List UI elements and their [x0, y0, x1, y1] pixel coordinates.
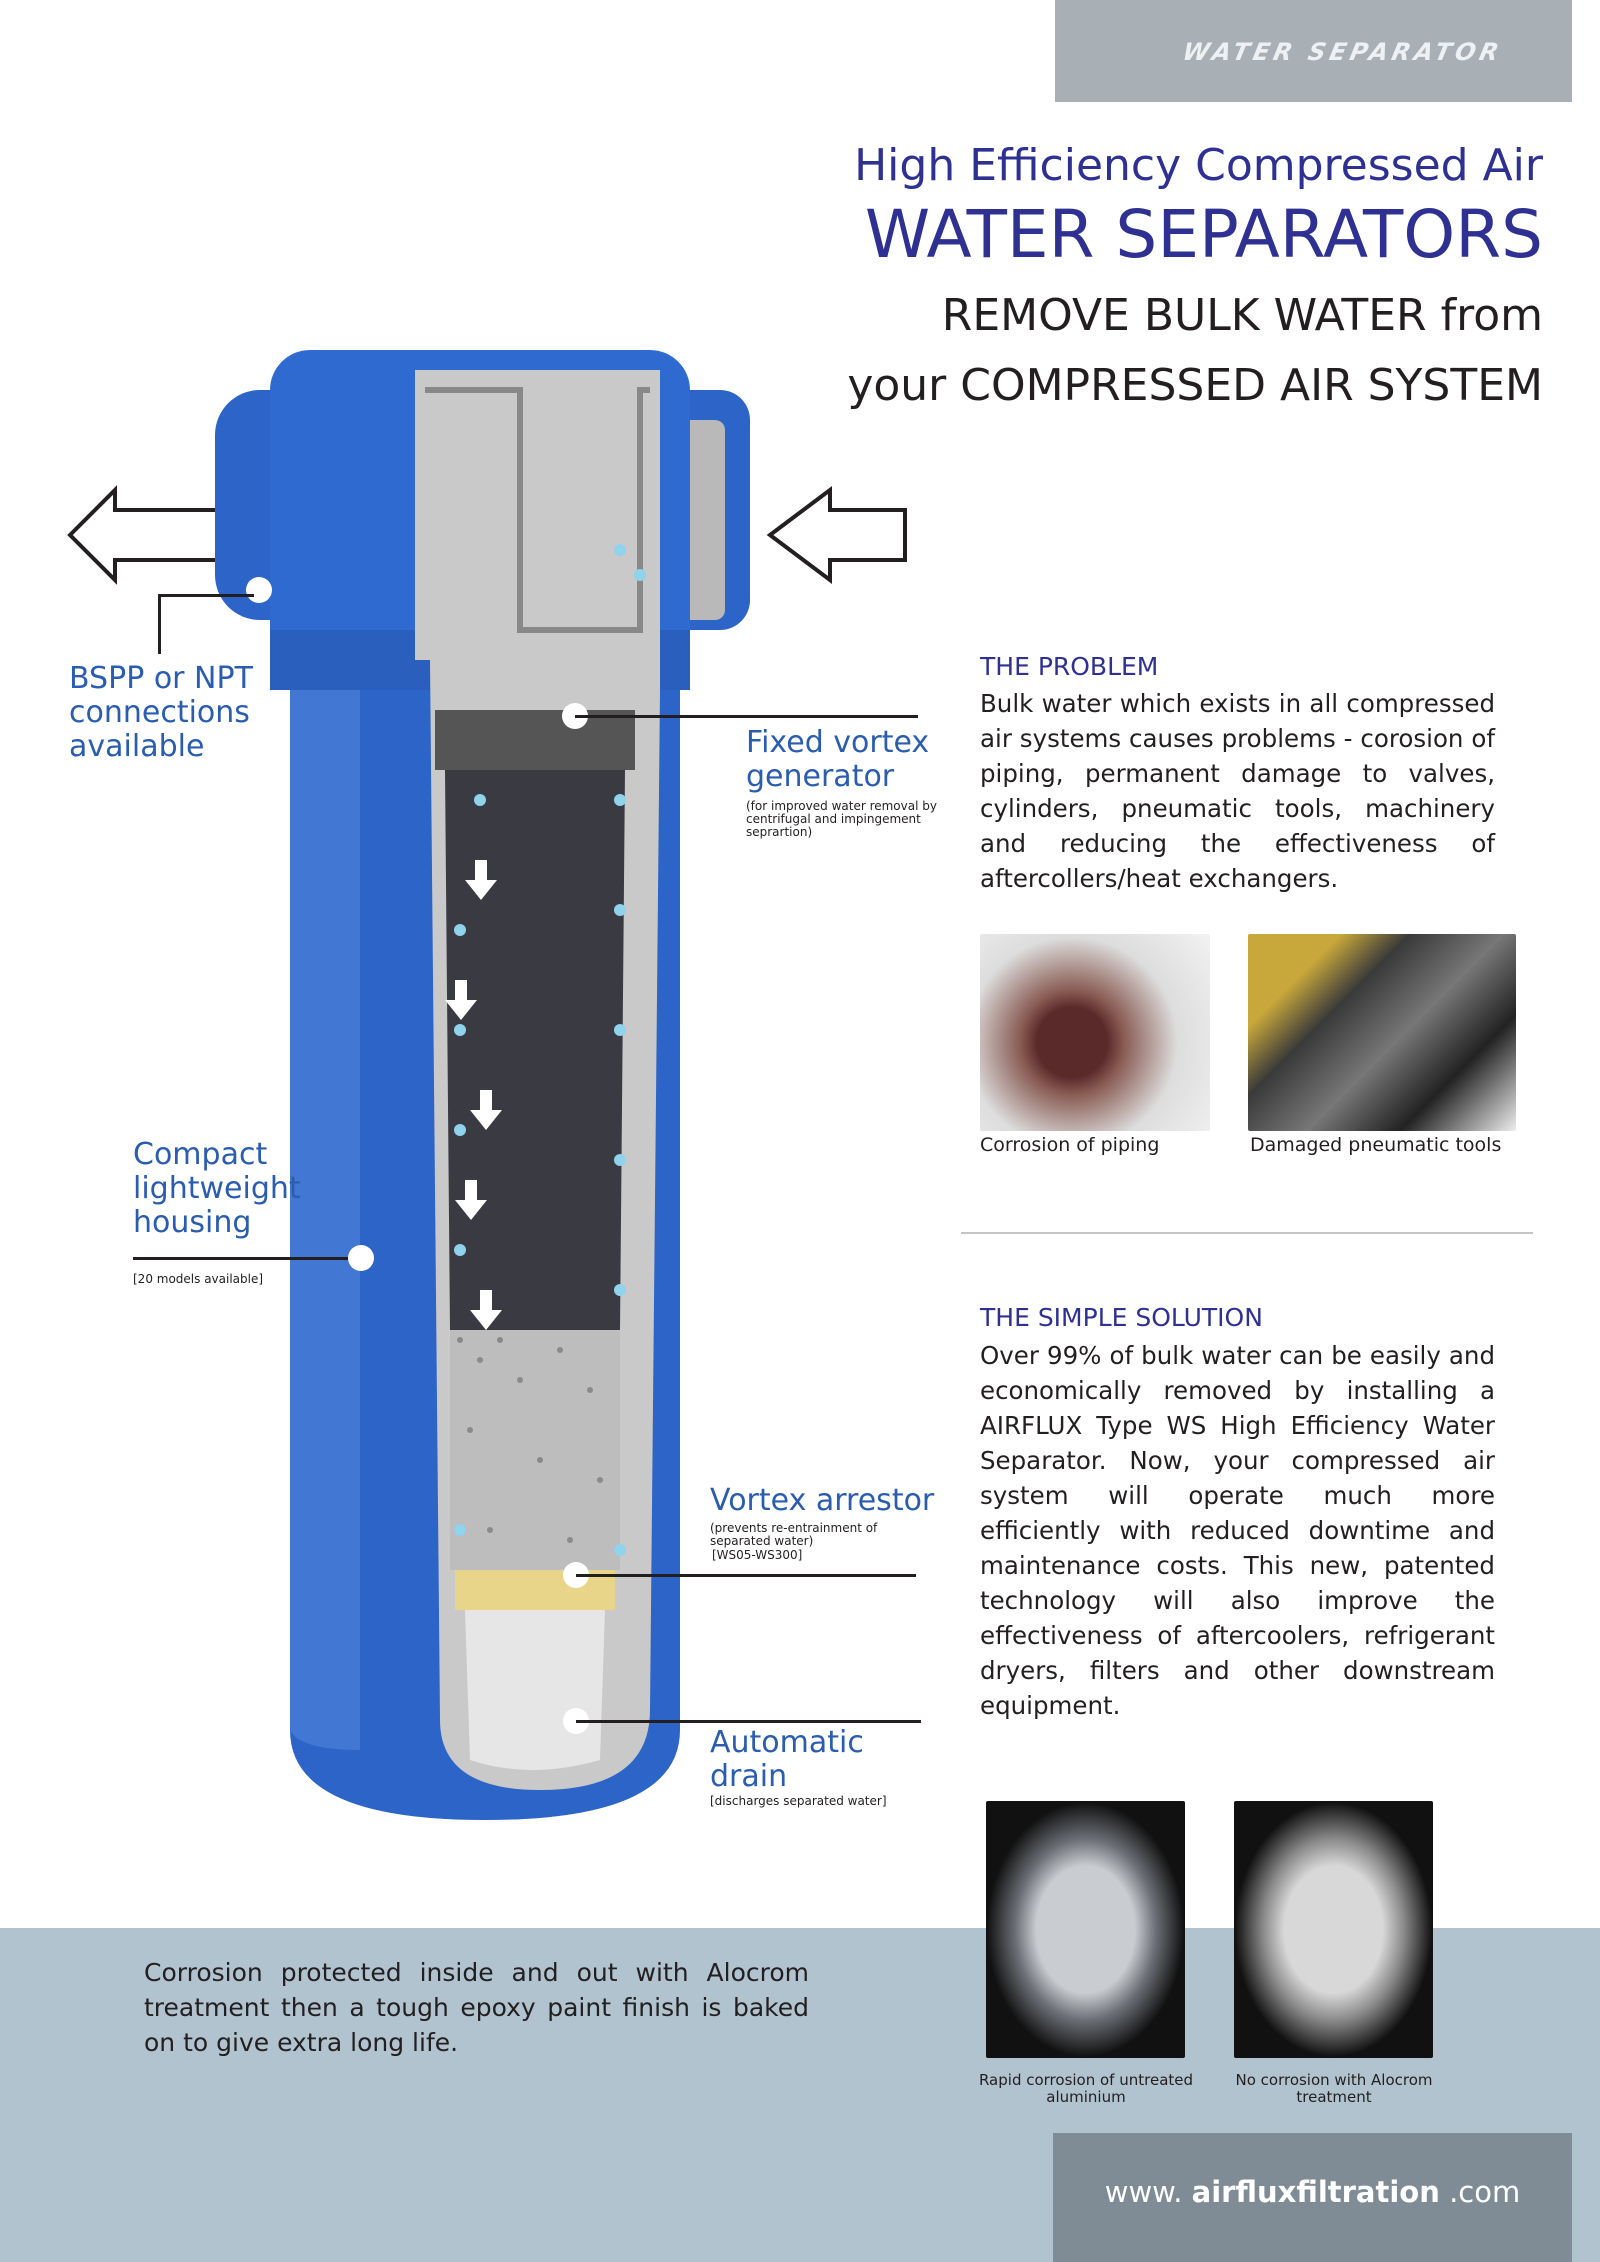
- callout-line: [576, 1720, 921, 1723]
- solution-text: Over 99% of bulk water can be easily and…: [980, 1341, 1495, 1720]
- automatic-drain: [465, 1610, 605, 1770]
- inlet-arrow-icon: [766, 486, 907, 584]
- problem-heading: THE PROBLEM: [980, 652, 1159, 681]
- title-line1: High Efficiency Compressed Air: [854, 140, 1543, 191]
- subtitle-line1: REMOVE BULK WATER from: [941, 290, 1543, 341]
- photo-alocrom-treated: [1234, 1801, 1433, 2058]
- photo-corroded-aluminium: [986, 1801, 1185, 2058]
- subtitle-line2: your COMPRESSED AIR SYSTEM: [847, 360, 1543, 411]
- photo-corroded-pipe: [980, 934, 1210, 1131]
- callout-line: [576, 1574, 916, 1577]
- note-vortex-arrestor: (prevents re-entrainment of separated wa…: [710, 1521, 878, 1548]
- callout-dot: [348, 1245, 374, 1271]
- perforated-tube: [450, 1330, 620, 1570]
- label-vortex-generator: Fixed vortex generator: [746, 725, 930, 794]
- note-drain: [discharges separated water]: [710, 1794, 887, 1808]
- callout-line: [133, 1257, 348, 1260]
- problem-text: Bulk water which exists in all compresse…: [980, 689, 1495, 893]
- caption-treated: No corrosion with Alocrom treatment: [1235, 2071, 1433, 2106]
- url-prefix: www.: [1104, 2175, 1183, 2209]
- badge-banner: WATER SEPARATOR: [1055, 0, 1572, 102]
- callout-line: [158, 594, 161, 654]
- solution-heading: THE SIMPLE SOLUTION: [980, 1303, 1263, 1332]
- callout-line: [160, 594, 254, 597]
- label-vortex-arrestor: Vortex arrestor: [710, 1483, 935, 1518]
- corrosion-protection-text: Corrosion protected inside and out with …: [144, 1958, 809, 2057]
- url-brand: airfluxfiltration: [1191, 2175, 1440, 2209]
- callout-line: [575, 715, 918, 718]
- outlet-arrow-icon: [67, 485, 242, 585]
- note-housing: [20 models available]: [133, 1272, 264, 1286]
- label-housing: Compact lightweight housing: [133, 1137, 301, 1240]
- caption-tools: Damaged pneumatic tools: [1250, 1134, 1502, 1156]
- url-suffix: .com: [1449, 2175, 1521, 2209]
- vortex-generator: [435, 710, 635, 770]
- label-drain: Automatic drain: [710, 1725, 864, 1794]
- page-title: WATER SEPARATORS: [864, 196, 1543, 273]
- label-connections: BSPP or NPT connections available: [69, 661, 253, 764]
- callout-dot: [246, 577, 272, 603]
- water-separator-illustration: [67, 350, 907, 1820]
- footer-website[interactable]: www. airfluxfiltration .com: [1053, 2133, 1572, 2262]
- filter-tube: [445, 770, 625, 1330]
- divider: [961, 1232, 1533, 1234]
- caption-piping: Corrosion of piping: [980, 1134, 1160, 1156]
- caption-untreated: Rapid corrosion of untreated aluminium: [978, 2071, 1194, 2106]
- note-vortex-generator: (for improved water removal by centrifug…: [746, 799, 937, 839]
- model-range: [WS05-WS300]: [712, 1548, 803, 1562]
- photo-damaged-tools: [1248, 934, 1516, 1131]
- badge-text: WATER SEPARATOR: [1179, 38, 1505, 66]
